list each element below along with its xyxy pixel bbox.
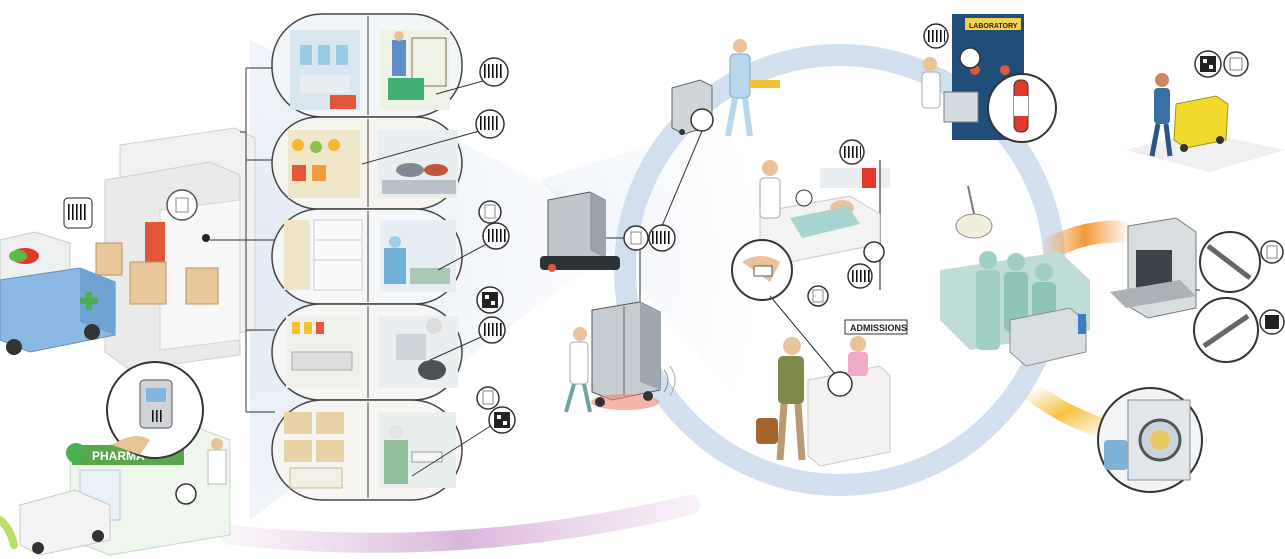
laundry-scene [1097,387,1203,493]
pod-sterile-supplies [271,208,463,305]
green-accent [0,516,18,549]
pod-dispatch [271,399,463,501]
transport-carts [540,191,676,413]
yellow-flow [1020,380,1120,440]
laboratory-scene: LABORATORY [921,14,1057,143]
pod-storeroom [271,13,463,118]
admissions-sign: ADMISSIONS [850,323,907,333]
pharmacy-scene: PHARMA [19,361,231,556]
transport-cabinet [591,301,661,410]
laboratory-sign: LABORATORY [969,23,1018,30]
patient-room-scene [731,139,890,381]
nurse-pushing-cabinet [564,327,592,413]
delivery-truck [0,231,116,355]
storage-bracket [210,67,275,413]
meal-delivery-scene [661,39,780,227]
operating-theatre-scene [940,185,1090,367]
purple-flow-arc [220,495,700,553]
waste-disposal-scene [1125,50,1285,172]
distribution-fan [540,110,760,420]
agv-cart [540,191,620,272]
warehouse-scene [0,127,256,371]
storage-pods [271,13,463,501]
pod-pharmacy-stock [271,303,463,401]
admissions-scene: ADMISSIONS [756,319,908,467]
pod-callouts [361,57,516,477]
orange-flow [1029,220,1141,266]
sterilizer-scene [1110,217,1285,363]
